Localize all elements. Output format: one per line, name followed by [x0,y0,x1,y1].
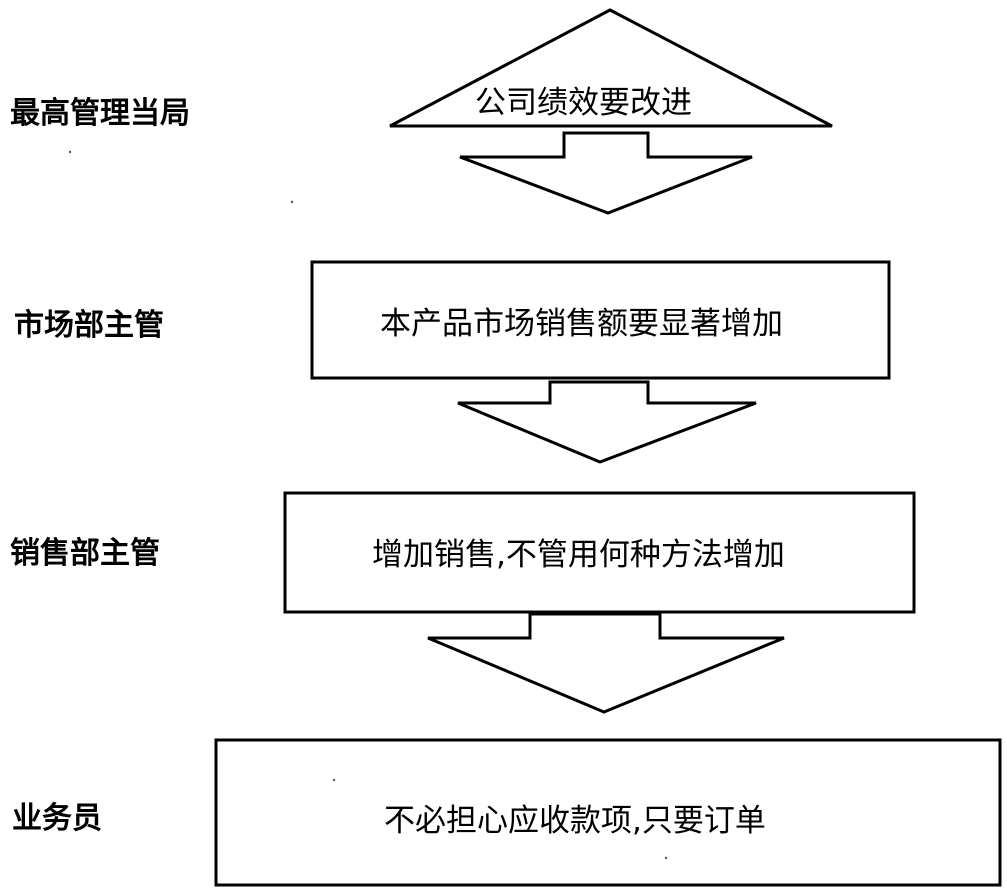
role-label-sales-head: 销售部主管 [10,536,160,571]
scan-speck [290,200,294,204]
role-label-marketing-head: 市场部主管 [14,308,164,343]
salesperson-box [214,738,1002,887]
salesperson-message: 不必担心应收款项,只要订单 [384,803,766,839]
top-management-triangle [389,8,833,128]
top-management-message: 公司绩效要改进 [475,85,692,121]
scan-speck [68,150,72,154]
down-arrow-2 [457,380,757,464]
sales-head-box [283,491,916,614]
role-label-top-management: 最高管理当局 [10,96,190,131]
role-label-salesperson: 业务员 [12,801,102,836]
marketing-head-box [310,260,891,380]
marketing-head-message: 本产品市场销售额要显著增加 [380,306,783,342]
scan-speck [664,856,668,860]
down-arrow-1 [459,131,753,215]
down-arrow-3 [427,612,785,714]
sales-head-message: 增加销售,不管用何种方法增加 [372,537,785,573]
scan-speck [332,778,336,782]
